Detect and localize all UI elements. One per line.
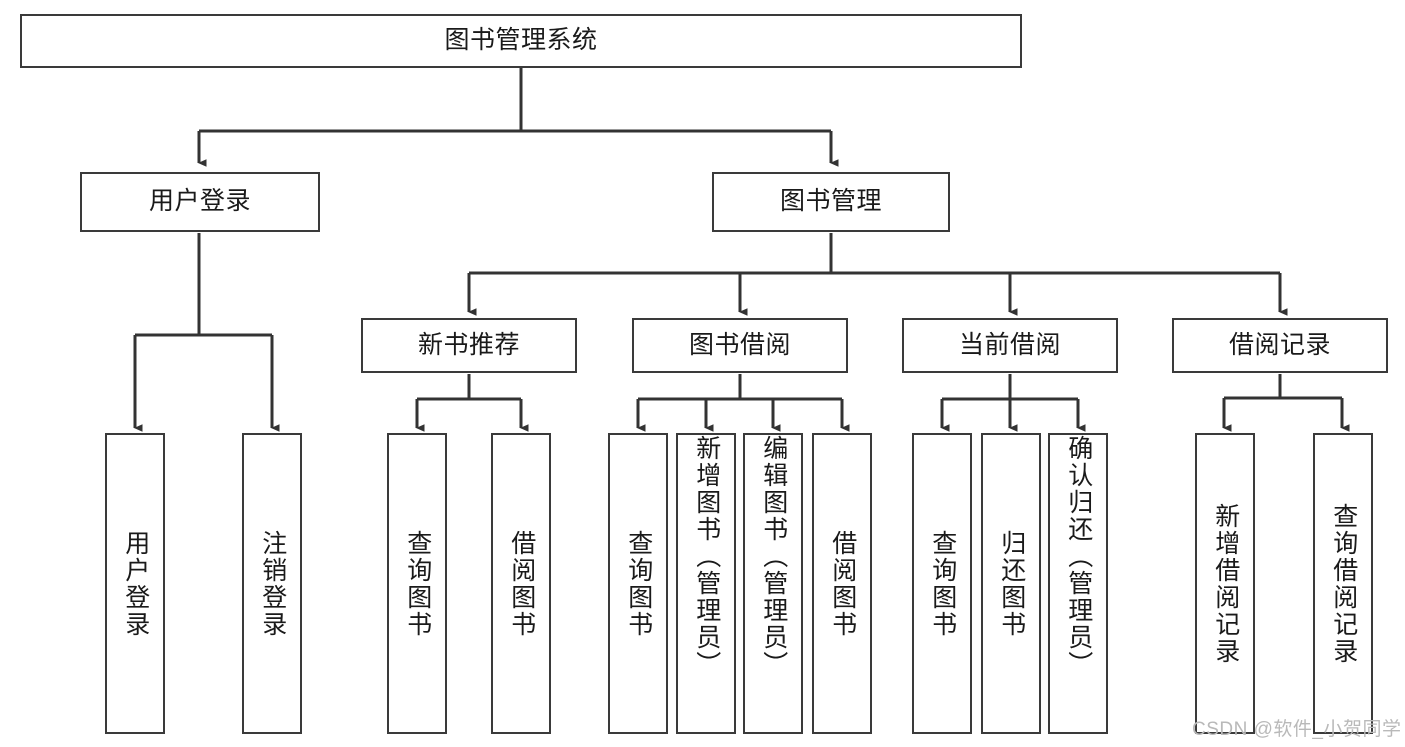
node-leaf-query-book-3[interactable]: 查询图书: [912, 433, 972, 734]
node-leaf-user-login[interactable]: 用户登录: [105, 433, 165, 734]
node-leaf-confirm-return[interactable]: 确认归还（管理员）: [1048, 433, 1108, 734]
node-label: 借阅记录: [1228, 330, 1331, 359]
node-label: 查询借阅记录: [1329, 502, 1358, 665]
node-borrow-record[interactable]: 借阅记录: [1172, 318, 1388, 373]
node-leaf-query-book-2[interactable]: 查询图书: [608, 433, 668, 734]
node-root-system[interactable]: 图书管理系统: [20, 14, 1022, 68]
node-label: 借阅图书: [507, 529, 536, 638]
node-label: 用户登录: [148, 187, 251, 216]
node-label: 图书借阅: [688, 330, 791, 359]
watermark: CSDN @软件_小贺同学: [1192, 719, 1402, 740]
node-label: 当前借阅: [958, 330, 1061, 359]
node-label: 新增借阅记录: [1211, 502, 1240, 665]
node-label: 图书管理系统: [444, 26, 598, 55]
node-label: 新书推荐: [417, 330, 520, 359]
node-label: 归还图书: [997, 529, 1026, 638]
node-leaf-add-record[interactable]: 新增借阅记录: [1195, 433, 1255, 734]
node-leaf-query-record[interactable]: 查询借阅记录: [1313, 433, 1373, 734]
node-label: 确认归还（管理员）: [1064, 435, 1093, 678]
node-book-management[interactable]: 图书管理: [712, 172, 950, 232]
node-label: 注销登录: [258, 529, 287, 638]
node-leaf-return-book[interactable]: 归还图书: [981, 433, 1041, 734]
node-label: 编辑图书（管理员）: [759, 435, 788, 678]
node-label: 借阅图书: [828, 529, 857, 638]
node-leaf-add-book[interactable]: 新增图书（管理员）: [676, 433, 736, 734]
node-leaf-edit-book[interactable]: 编辑图书（管理员）: [743, 433, 803, 734]
node-new-book-recommend[interactable]: 新书推荐: [361, 318, 577, 373]
node-leaf-borrow-book-1[interactable]: 借阅图书: [491, 433, 551, 734]
node-label: 查询图书: [403, 529, 432, 638]
node-current-borrow[interactable]: 当前借阅: [902, 318, 1118, 373]
node-label: 用户登录: [121, 529, 150, 638]
node-book-borrow[interactable]: 图书借阅: [632, 318, 848, 373]
node-leaf-borrow-book-2[interactable]: 借阅图书: [812, 433, 872, 734]
node-label: 图书管理: [779, 187, 882, 216]
node-user-login[interactable]: 用户登录: [80, 172, 320, 232]
node-leaf-logout[interactable]: 注销登录: [242, 433, 302, 734]
node-label: 查询图书: [624, 529, 653, 638]
node-label: 查询图书: [928, 529, 957, 638]
node-leaf-query-book-1[interactable]: 查询图书: [387, 433, 447, 734]
node-label: 新增图书（管理员）: [692, 435, 721, 678]
